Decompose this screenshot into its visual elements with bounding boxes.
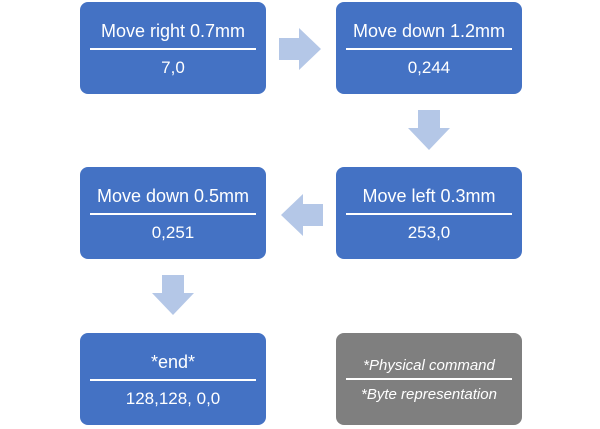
legend-box: *Physical command *Byte representation bbox=[336, 333, 522, 425]
legend-bytes-label: *Byte representation bbox=[361, 386, 497, 403]
step-bytes: 7,0 bbox=[161, 58, 185, 77]
step-box-move-left: Move left 0.3mm 253,0 bbox=[336, 167, 522, 259]
divider bbox=[90, 379, 256, 381]
step-command: Move down 0.5mm bbox=[96, 186, 250, 206]
step-bytes: 128,128, 0,0 bbox=[125, 389, 221, 408]
step-command: Move left 0.3mm bbox=[362, 186, 496, 206]
divider bbox=[346, 48, 512, 50]
divider bbox=[90, 213, 256, 215]
step-command: *end* bbox=[150, 352, 196, 372]
step-bytes: 253,0 bbox=[407, 223, 451, 242]
step-box-move-right: Move right 0.7mm 7,0 bbox=[80, 2, 266, 94]
step-box-move-down-1: Move down 1.2mm 0,244 bbox=[336, 2, 522, 94]
step-command: Move right 0.7mm bbox=[100, 21, 246, 41]
step-box-end: *end* 128,128, 0,0 bbox=[80, 333, 266, 425]
divider bbox=[346, 378, 512, 380]
arrow-down-icon bbox=[152, 275, 194, 315]
legend-command-label: *Physical command bbox=[363, 357, 495, 374]
divider bbox=[346, 213, 512, 215]
arrow-right-icon bbox=[279, 28, 321, 70]
step-bytes: 0,244 bbox=[407, 58, 451, 77]
arrow-down-icon bbox=[408, 110, 450, 150]
step-command: Move down 1.2mm bbox=[352, 21, 506, 41]
step-bytes: 0,251 bbox=[151, 223, 195, 242]
arrow-left-icon bbox=[281, 194, 323, 236]
step-box-move-down-2: Move down 0.5mm 0,251 bbox=[80, 167, 266, 259]
divider bbox=[90, 48, 256, 50]
